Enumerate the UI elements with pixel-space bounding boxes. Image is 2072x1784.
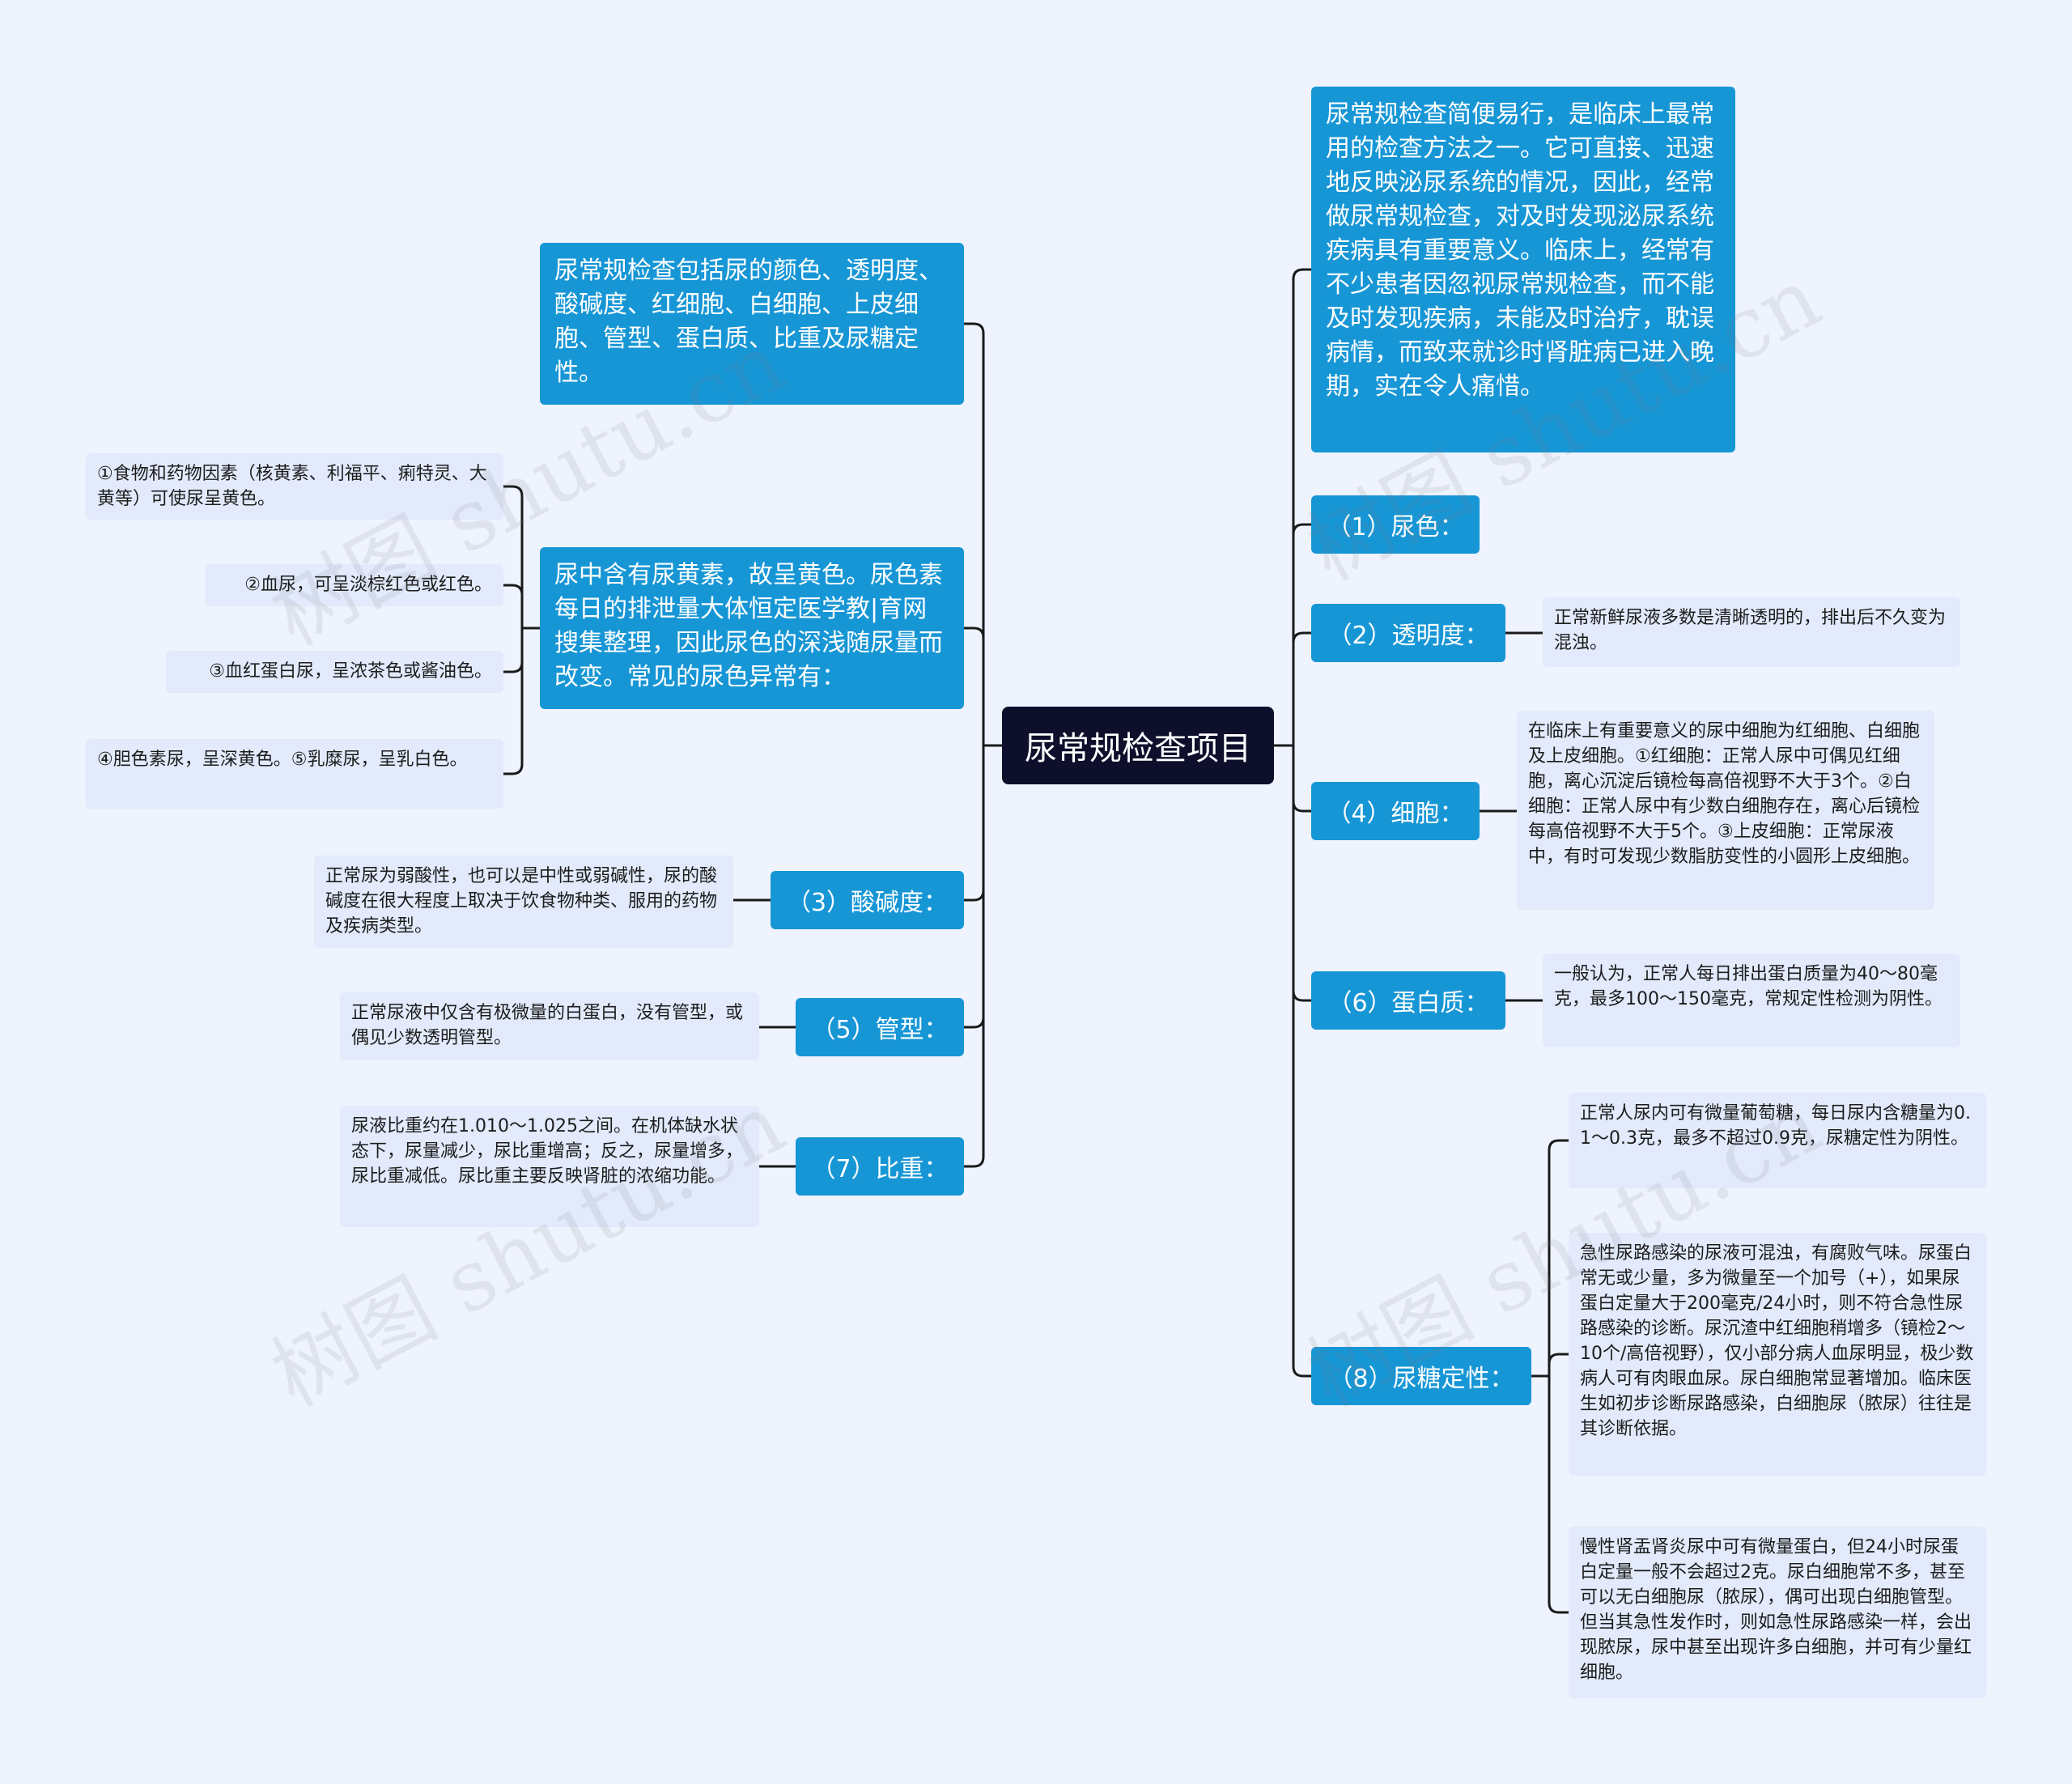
leaf-cells-detail[interactable]: 在临床上有重要意义的尿中细胞为红细胞、白细胞及上皮细胞。①红细胞：正常人尿中可偶…: [1517, 711, 1934, 910]
branch-color[interactable]: （1）尿色：: [1311, 495, 1480, 554]
branch-specific-gravity[interactable]: （7）比重：: [796, 1137, 964, 1196]
leaf-color-hematuria[interactable]: ②血尿，可呈淡棕红色或红色。: [206, 564, 503, 606]
root-node[interactable]: 尿常规检查项目: [1002, 707, 1274, 784]
leaf-color-bile-chyle[interactable]: ④胆色素尿，呈深黄色。⑤乳糜尿，呈乳白色。: [86, 739, 503, 809]
link-root-right: [1274, 268, 1311, 1378]
leaf-acute-uti[interactable]: 急性尿路感染的尿液可混浊，有腐败气味。尿蛋白常无或少量，多为微量至一个加号（+）…: [1569, 1233, 1986, 1476]
leaf-protein-detail[interactable]: 一般认为，正常人每日排出蛋白质量为40～80毫克，最多100～150毫克，常规定…: [1543, 954, 1960, 1047]
branch-cells[interactable]: （4）细胞：: [1311, 782, 1480, 840]
branch-overview[interactable]: 尿常规检查包括尿的颜色、透明度、酸碱度、红细胞、白细胞、上皮细胞、管型、蛋白质、…: [540, 243, 964, 405]
branch-cast[interactable]: （5）管型：: [796, 998, 964, 1056]
link-root-left: [964, 322, 1002, 1168]
branch-ph[interactable]: （3）酸碱度：: [771, 871, 964, 929]
branch-urine-color-intro[interactable]: 尿中含有尿黄素，故呈黄色。尿色素每日的排泄量大体恒定医学教|育网搜集整理，因此尿…: [540, 547, 964, 709]
leaf-chronic-pyelonephritis[interactable]: 慢性肾盂肾炎尿中可有微量蛋白，但24小时尿蛋白定量一般不会超过2克。尿白细胞常不…: [1569, 1527, 1986, 1698]
leaf-transparency-detail[interactable]: 正常新鲜尿液多数是清晰透明的，排出后不久变为混浊。: [1543, 597, 1960, 667]
leaf-specific-gravity-detail[interactable]: 尿液比重约在1.010～1.025之间。在机体缺水状态下，尿量减少，尿比重增高；…: [340, 1106, 759, 1227]
link-glucose-children: [1531, 1139, 1569, 1614]
branch-protein[interactable]: （6）蛋白质：: [1311, 971, 1505, 1030]
leaf-glucose-normal[interactable]: 正常人尿内可有微量葡萄糖，每日尿内含糖量为0.1～0.3克，最多不超过0.9克，…: [1569, 1093, 1986, 1188]
leaf-ph-detail[interactable]: 正常尿为弱酸性，也可以是中性或弱碱性，尿的酸碱度在很大程度上取决于饮食物种类、服…: [314, 856, 733, 948]
branch-introduction[interactable]: 尿常规检查简便易行，是临床上最常用的检查方法之一。它可直接、迅速地反映泌尿系统的…: [1311, 87, 1735, 452]
leaf-color-hemoglobinuria[interactable]: ③血红蛋白尿，呈浓茶色或酱油色。: [166, 651, 503, 693]
branch-transparency[interactable]: （2）透明度：: [1311, 604, 1505, 662]
leaf-color-food-drug[interactable]: ①食物和药物因素（核黄素、利福平、痢特灵、大黄等）可使尿呈黄色。: [86, 453, 503, 520]
branch-glucose[interactable]: （8）尿糖定性：: [1311, 1347, 1531, 1405]
leaf-cast-detail[interactable]: 正常尿液中仅含有极微量的白蛋白，没有管型，或偶见少数透明管型。: [340, 992, 759, 1060]
link-color-children: [503, 485, 540, 775]
